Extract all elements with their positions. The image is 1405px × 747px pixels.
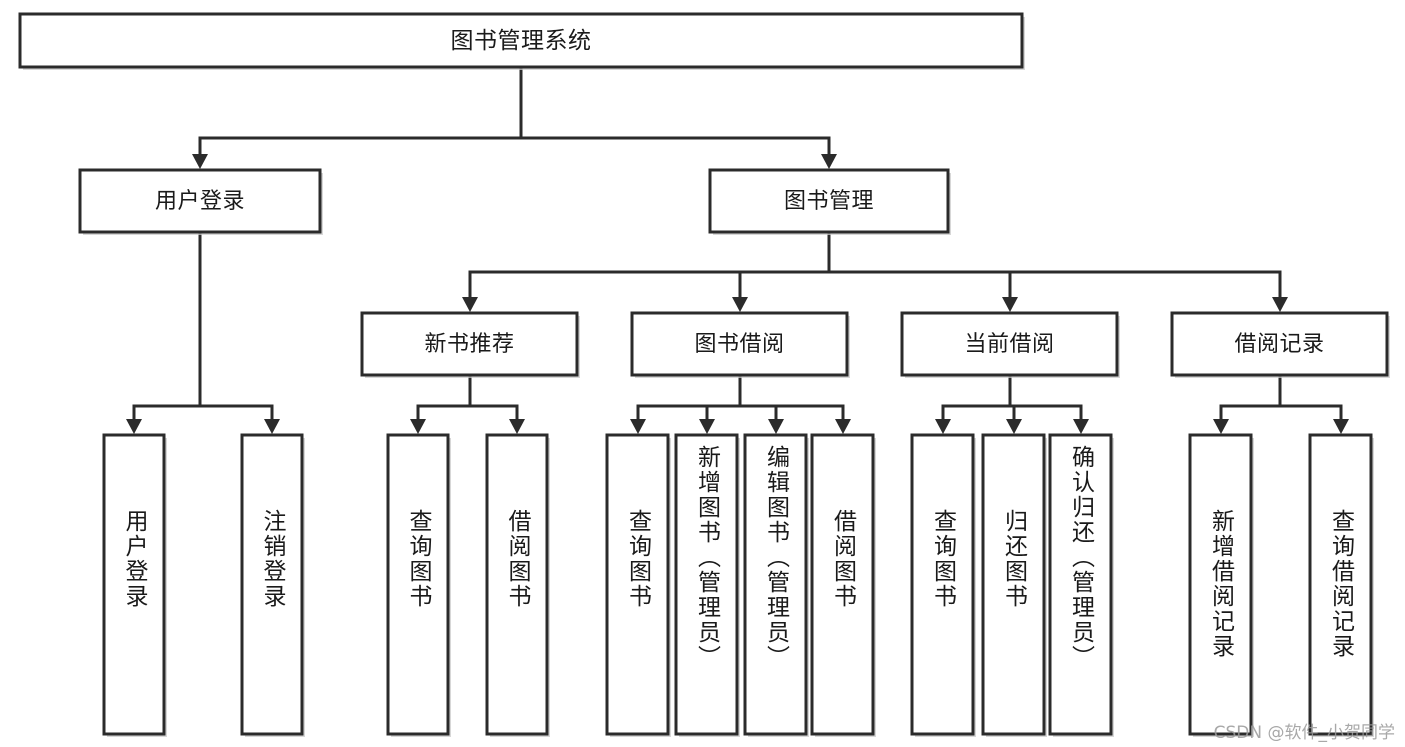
edge-arrowhead xyxy=(935,419,951,434)
node-label-l3_1: 图书借阅 xyxy=(694,332,784,357)
edge-arrowhead xyxy=(264,419,280,434)
edge-arrowhead xyxy=(1073,419,1089,434)
node-box-leaf_9[interactable] xyxy=(981,433,1046,736)
node-box-leaf_11[interactable] xyxy=(1188,433,1253,736)
edge-arrowhead xyxy=(821,154,837,169)
node-box-l2_0[interactable] xyxy=(78,168,322,234)
node-box-leaf_7[interactable] xyxy=(810,433,875,736)
edge-l2_1-to-l3_1 xyxy=(732,230,831,312)
edges-layer xyxy=(126,65,1349,434)
node-label-l2_0: 用户登录 xyxy=(155,189,245,214)
node-box-root[interactable] xyxy=(18,12,1024,69)
node-label-l3_2: 当前借阅 xyxy=(964,332,1054,357)
edge-l2_0-to-leaf_1 xyxy=(198,230,280,434)
edge-l3_1-to-leaf_7 xyxy=(738,373,851,434)
edge-arrowhead xyxy=(835,419,851,434)
edge-arrowhead xyxy=(630,419,646,434)
node-box-l3_1[interactable] xyxy=(630,311,849,377)
node-box-leaf_5[interactable] xyxy=(674,433,739,736)
edge-arrowhead xyxy=(410,419,426,434)
node-box-l2_1[interactable] xyxy=(708,168,950,234)
edge-arrowhead xyxy=(1272,297,1288,312)
node-label-l3_3: 借阅记录 xyxy=(1234,332,1324,357)
edge-arrowhead xyxy=(1006,419,1022,434)
edge-l3_0-to-leaf_3 xyxy=(468,373,525,434)
edge-arrowhead xyxy=(192,154,208,169)
node-box-leaf_1[interactable] xyxy=(240,433,304,736)
node-box-l3_0[interactable] xyxy=(360,311,579,377)
edge-l2_0-to-leaf_0 xyxy=(126,230,202,434)
edge-arrowhead xyxy=(126,419,142,434)
node-box-l3_3[interactable] xyxy=(1170,311,1389,377)
edge-arrowhead xyxy=(732,297,748,312)
edge-arrowhead xyxy=(509,419,525,434)
node-box-leaf_12[interactable] xyxy=(1308,433,1373,736)
node-label-l2_1: 图书管理 xyxy=(784,189,874,214)
node-box-l3_2[interactable] xyxy=(900,311,1119,377)
watermark-text: CSDN @软件_小贺同学 xyxy=(1213,723,1395,743)
edge-l3_3-to-leaf_11 xyxy=(1213,373,1282,434)
node-label-root: 图书管理系统 xyxy=(451,28,592,54)
edge-arrowhead xyxy=(1002,297,1018,312)
edge-arrowhead xyxy=(768,419,784,434)
edge-arrowhead xyxy=(1333,419,1349,434)
node-box-leaf_3[interactable] xyxy=(485,433,549,736)
node-box-leaf_2[interactable] xyxy=(386,433,450,736)
edge-l3_2-to-leaf_8 xyxy=(935,373,1012,434)
edge-l3_2-to-leaf_10 xyxy=(1008,373,1089,434)
edge-arrowhead xyxy=(1213,419,1229,434)
edge-arrowhead xyxy=(699,419,715,434)
node-box-leaf_10[interactable] xyxy=(1048,433,1113,736)
edge-l3_0-to-leaf_2 xyxy=(410,373,472,434)
edge-l3_3-to-leaf_12 xyxy=(1278,373,1349,434)
node-box-leaf_4[interactable] xyxy=(605,433,670,736)
node-box-leaf_0[interactable] xyxy=(102,433,166,736)
edge-arrowhead xyxy=(462,297,478,312)
boxes-layer xyxy=(18,12,1390,737)
edge-l2_1-to-l3_3 xyxy=(827,230,1288,312)
node-box-leaf_8[interactable] xyxy=(910,433,975,736)
edge-root-to-l2_1 xyxy=(519,65,837,169)
node-box-leaf_6[interactable] xyxy=(743,433,808,736)
node-label-l3_0: 新书推荐 xyxy=(424,332,514,357)
edge-root-to-l2_0 xyxy=(192,65,523,169)
